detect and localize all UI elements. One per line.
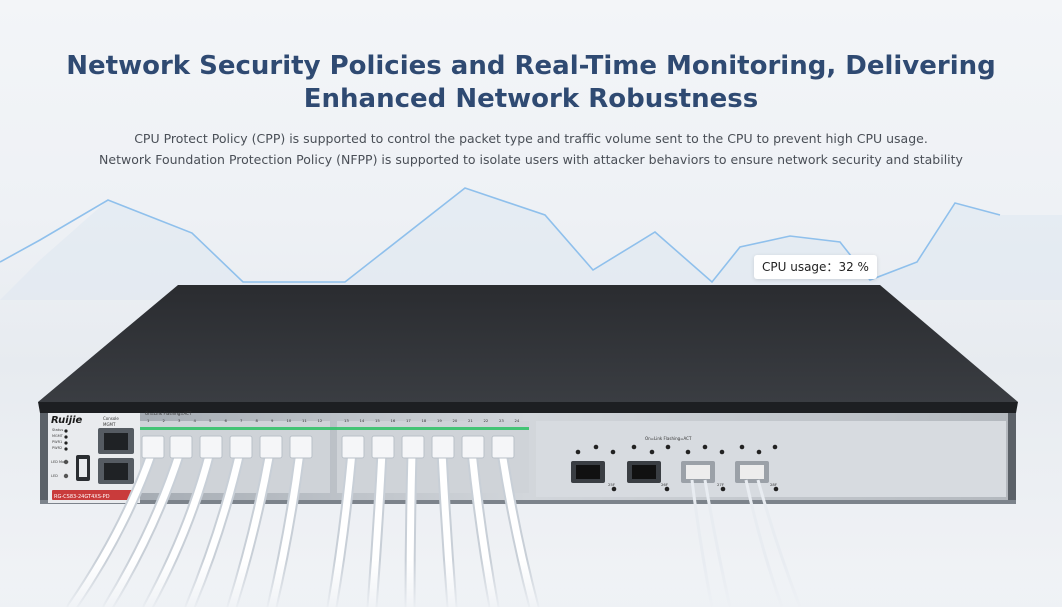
- port-number-22: 22: [484, 418, 489, 423]
- port-number-15: 15: [375, 418, 380, 423]
- port-number-8: 8: [256, 418, 259, 423]
- led-pwr1-label: PWR1: [52, 440, 62, 444]
- headline: Network Security Policies and Real-Time …: [66, 51, 996, 114]
- cpu-usage-value: 32 %: [838, 260, 869, 274]
- port-number-19: 19: [437, 418, 442, 423]
- port-number-3: 3: [178, 418, 181, 423]
- port-number-16: 16: [391, 418, 396, 423]
- description-line-1: CPU Protect Policy (CPP) is supported to…: [134, 131, 928, 146]
- brand-logo: Ruijie: [51, 415, 83, 426]
- description: CPU Protect Policy (CPP) is supported to…: [40, 128, 1022, 170]
- sfp-dots: [575, 444, 779, 492]
- port-number-17: 17: [406, 418, 411, 423]
- led-pwr2-label: PWR2: [52, 446, 62, 450]
- sfp-port-25: [571, 461, 605, 483]
- switch-top-panel: [38, 285, 1018, 402]
- port-legend: On=Link Flashing=ACT: [145, 411, 192, 416]
- led-mode-label: LED Mode: [51, 460, 69, 464]
- port-number-12: 12: [318, 418, 323, 423]
- port-number-11: 11: [302, 418, 307, 423]
- mgmt-label: MGMT: [103, 422, 116, 427]
- sfp-labels: 25F 26F 27F 28F: [608, 482, 777, 487]
- port-number-4: 4: [194, 418, 197, 423]
- port-number-23: 23: [499, 418, 504, 423]
- cpu-usage-badge: CPU usage：32 %: [754, 255, 877, 279]
- sfp-label-26F: 26F: [661, 482, 668, 487]
- sfp-legend: On=Link Flashing=ACT: [645, 436, 692, 441]
- network-switch: [38, 285, 1018, 504]
- port-number-20: 20: [453, 418, 458, 423]
- cpu-usage-label: CPU usage：: [762, 260, 839, 274]
- status-leds: [63, 429, 69, 479]
- sfp-area: [536, 421, 1006, 497]
- port-number-24: 24: [515, 418, 520, 423]
- port-number-18: 18: [422, 418, 427, 423]
- led-status-label: Status: [52, 428, 63, 432]
- port-number-21: 21: [468, 418, 473, 423]
- port-number-14: 14: [360, 418, 365, 423]
- sfp-port-26: [627, 461, 661, 483]
- model-number: RG-CS83-24GT4XS-PD: [54, 494, 110, 500]
- port-number-9: 9: [271, 418, 274, 423]
- led-mgmt-label: MGMT: [52, 434, 64, 438]
- description-line-2: Network Foundation Protection Policy (NF…: [99, 152, 963, 167]
- cpu-usage-trend-line: [0, 187, 1062, 300]
- port-number-7: 7: [240, 418, 243, 423]
- model-plate: [52, 490, 136, 500]
- sfp-label-27F: 27F: [717, 482, 724, 487]
- port-number-10: 10: [287, 418, 292, 423]
- led-label: LED: [51, 474, 58, 478]
- sfp-port-28: [735, 461, 769, 483]
- sfp-port-27: [681, 461, 715, 483]
- console-label: Console: [103, 416, 119, 421]
- port-number-5: 5: [209, 418, 212, 423]
- sfp-label-25F: 25F: [608, 482, 615, 487]
- port-number-2: 2: [163, 418, 166, 423]
- port-number-6: 6: [225, 418, 228, 423]
- sfp-label-28F: 28F: [770, 482, 777, 487]
- port-number-13: 13: [344, 418, 349, 423]
- port-number-1: 1: [147, 418, 150, 423]
